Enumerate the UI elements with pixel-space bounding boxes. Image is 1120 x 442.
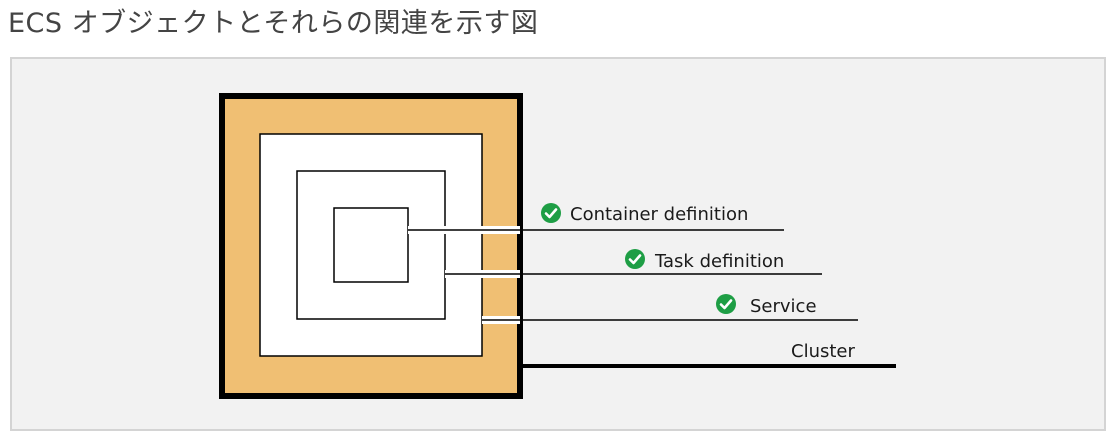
page-title: ECS オブジェクトとそれらの関連を示す図 xyxy=(8,8,539,39)
cluster-label: Cluster xyxy=(791,341,855,362)
check-circle-icon xyxy=(541,203,561,223)
diagram-frame xyxy=(10,57,1106,431)
check-circle-icon xyxy=(716,294,736,314)
service-label: Service xyxy=(750,296,817,317)
container-definition-label: Container definition xyxy=(570,204,748,225)
check-circle-icon xyxy=(625,249,645,269)
container-definition-box xyxy=(333,207,409,283)
task-definition-label: Task definition xyxy=(654,251,784,272)
